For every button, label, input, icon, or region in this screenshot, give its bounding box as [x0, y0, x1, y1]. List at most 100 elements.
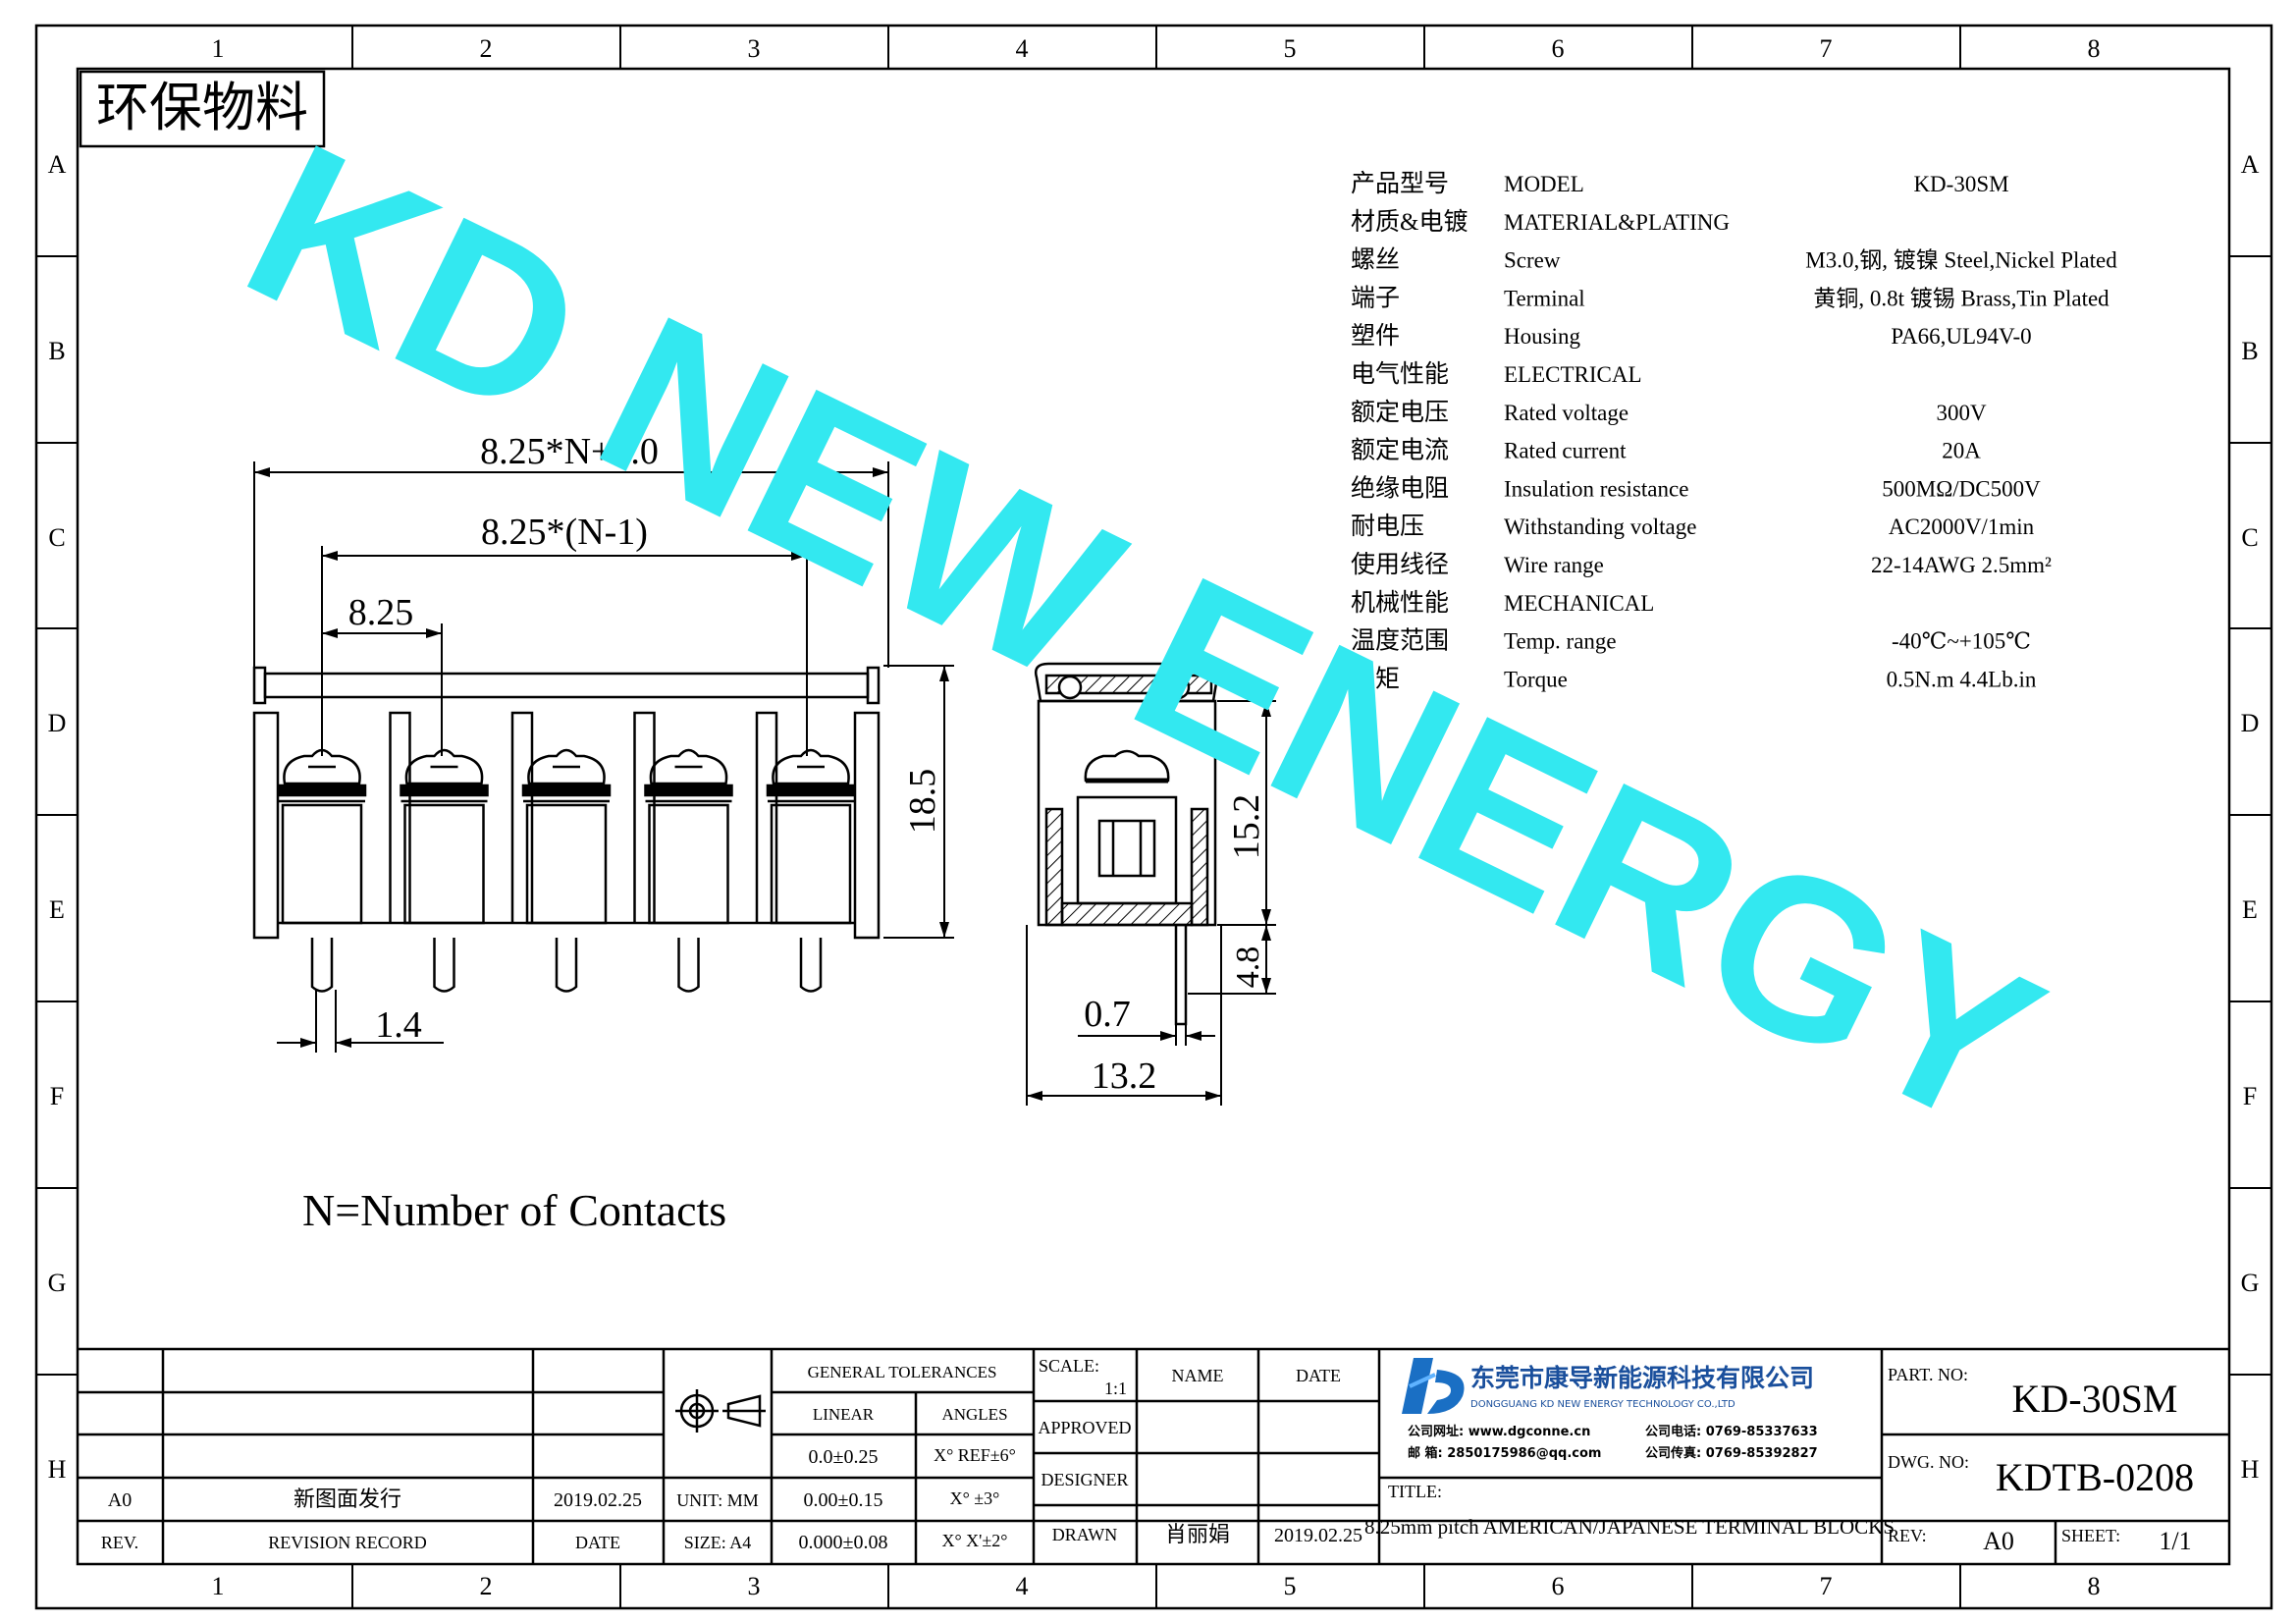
left-end-wall — [252, 711, 280, 940]
spec-value: -40℃~+105℃ — [1892, 629, 2031, 654]
title-label: TITLE: — [1388, 1482, 1442, 1501]
barrier-wall — [510, 711, 534, 923]
terminal-pin — [555, 938, 578, 993]
spec-cn: 机械性能 — [1351, 589, 1449, 617]
company-logo-icon — [1402, 1358, 1465, 1414]
terminal-pin — [433, 938, 455, 993]
spec-en: Terminal — [1504, 286, 1585, 310]
drawn-name: 肖丽娟 — [1165, 1522, 1230, 1546]
watermark: KD NEW ENERGY — [212, 95, 2075, 1178]
scale-value: 1:1 — [1104, 1379, 1127, 1398]
dim-overall-length: 8.25*N+2.0 — [480, 431, 659, 472]
screw-head — [527, 748, 606, 785]
dwg-no-label: DWG. NO: — [1888, 1452, 1969, 1472]
barrier-wall — [633, 711, 656, 923]
rev-date: 2019.02.25 — [554, 1489, 642, 1511]
rev-a0: A0 — [108, 1489, 132, 1511]
spec-value: PA66,UL94V-0 — [1891, 324, 2031, 349]
barrier-wall — [755, 711, 778, 923]
angle-value-3: X° X'±2° — [941, 1531, 1007, 1550]
part-no-value: KD-30SM — [2012, 1377, 2178, 1421]
terminal-cells — [277, 711, 856, 993]
contacts-note: N=Number of Contacts — [302, 1185, 726, 1235]
spec-en: Rated voltage — [1504, 401, 1629, 425]
spec-cn: 螺丝 — [1351, 246, 1400, 274]
scale-label: SCALE: — [1039, 1356, 1099, 1376]
eco-label-text: 环保物料 — [96, 79, 308, 137]
col-label-top-1: 1 — [212, 34, 225, 63]
rev-header-record: REVISION RECORD — [268, 1533, 427, 1552]
company-name-en: DONGGUANG KD NEW ENERGY TECHNOLOGY CO.,L… — [1470, 1399, 1735, 1410]
row-label-left-c: C — [48, 523, 65, 552]
screw-head — [283, 748, 361, 785]
spec-value: 500MΩ/DC500V — [1882, 476, 2041, 501]
side-screw-head — [1084, 749, 1170, 783]
col-label-bottom-4: 4 — [1016, 1572, 1029, 1600]
terminal-body — [770, 803, 852, 925]
terminal-pin — [677, 938, 700, 993]
spec-cn: 耐电压 — [1351, 513, 1424, 540]
row-label-left-d: D — [48, 709, 67, 737]
row-label-right-d: D — [2241, 709, 2260, 737]
spec-en: Temp. range — [1504, 629, 1617, 654]
spec-value: 0.5N.m 4.4Lb.in — [1887, 667, 2037, 691]
angle-value-2: X° ±3° — [950, 1488, 1000, 1508]
spec-en: MECHANICAL — [1504, 591, 1654, 616]
spec-value: M3.0,钢, 镀镍 Steel,Nickel Plated — [1805, 248, 2117, 273]
spec-en: Torque — [1504, 667, 1568, 691]
row-label-right-h: H — [2241, 1455, 2260, 1484]
col-label-top-6: 6 — [1552, 34, 1565, 63]
col-label-bottom-5: 5 — [1284, 1572, 1297, 1600]
unit-label: UNIT: MM — [676, 1490, 759, 1510]
drawing-title: 8.25mm pitch AMERICAN/JAPANESE TERMINAL … — [1364, 1515, 1895, 1539]
col-label-top-2: 2 — [480, 34, 493, 63]
spec-value: 22-14AWG 2.5mm² — [1871, 553, 2052, 577]
spec-cn: 温度范围 — [1351, 627, 1449, 655]
screw-head — [649, 748, 728, 785]
spec-value: AC2000V/1min — [1889, 514, 2035, 539]
company-email: 邮 箱: 2850175986@qq.com — [1408, 1445, 1601, 1461]
col-label-top-3: 3 — [748, 34, 761, 63]
sheet-value: 1/1 — [2159, 1527, 2191, 1555]
col-label-top-5: 5 — [1284, 34, 1297, 63]
sheet-label: SHEET: — [2061, 1526, 2120, 1545]
row-label-left-a: A — [48, 150, 67, 179]
row-label-right-c: C — [2241, 523, 2258, 552]
name-header: NAME — [1172, 1366, 1224, 1385]
front-view — [252, 666, 881, 993]
row-label-left-f: F — [50, 1082, 64, 1110]
barrier-wall — [389, 711, 411, 923]
row-label-right-g: G — [2241, 1269, 2260, 1297]
clamp-plate — [521, 784, 612, 797]
terminal-body — [403, 803, 485, 925]
top-bar-right-cap — [866, 666, 881, 705]
clamp-plate — [277, 784, 367, 797]
drawing-frame — [34, 24, 2273, 1610]
terminal-body — [648, 803, 729, 925]
spec-cn: 扭矩 — [1351, 665, 1400, 692]
spec-cn: 塑件 — [1351, 322, 1400, 350]
col-label-bottom-3: 3 — [748, 1572, 761, 1600]
linear-value-1: 0.0±0.25 — [809, 1446, 879, 1468]
company-website: 公司网址: www.dgconne.cn — [1408, 1424, 1590, 1439]
screw-head — [772, 748, 850, 785]
terminal-body — [525, 803, 608, 925]
top-bar-left-cap — [252, 666, 267, 705]
row-label-left-h: H — [48, 1455, 67, 1484]
col-label-top-7: 7 — [1820, 34, 1833, 63]
company-name-cn: 东莞市康导新能源科技有限公司 — [1470, 1364, 1814, 1392]
designer-label: DESIGNER — [1041, 1470, 1129, 1489]
projection-symbol-icon — [675, 1389, 766, 1433]
col-label-bottom-8: 8 — [2088, 1572, 2101, 1600]
general-tolerances: GENERAL TOLERANCES — [808, 1363, 997, 1381]
rev-header-date: DATE — [575, 1533, 620, 1552]
rev-label: REV: — [1888, 1526, 1927, 1545]
dimension-arrows — [254, 467, 1271, 1101]
part-no-label: PART. NO: — [1888, 1365, 1968, 1384]
spec-cn: 产品型号 — [1351, 170, 1449, 197]
spec-value: 20A — [1942, 439, 1981, 463]
row-label-right-f: F — [2243, 1082, 2257, 1110]
spec-value: KD-30SM — [1913, 172, 2008, 196]
row-label-right-b: B — [2241, 337, 2258, 365]
